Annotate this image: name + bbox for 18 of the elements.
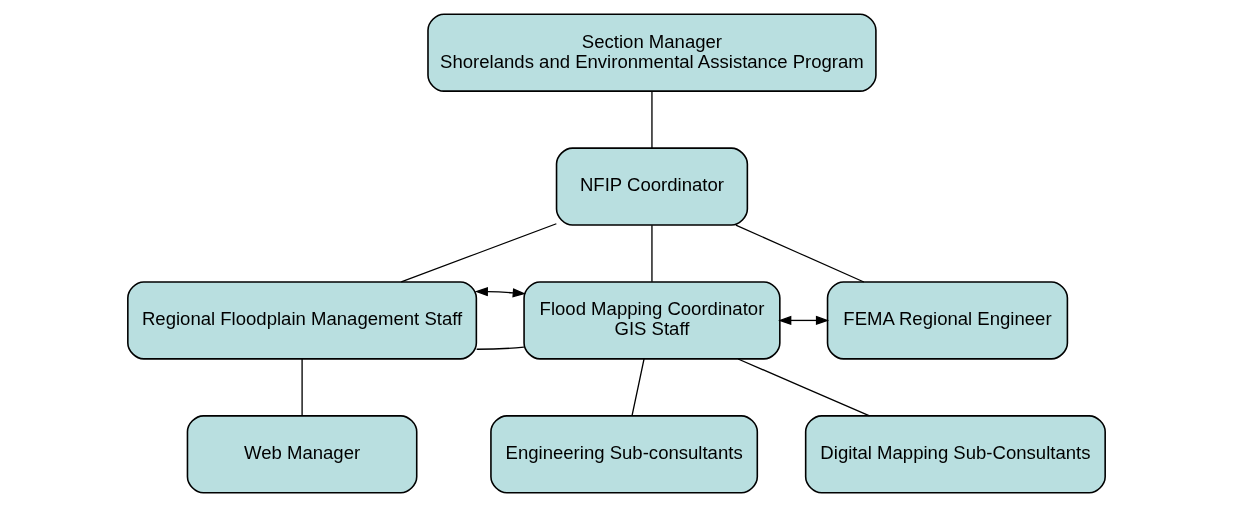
connector (735, 223, 865, 283)
connector (476, 346, 525, 350)
node-box: Section Manager Shorelands and Environmental Assistance Program (427, 13, 877, 92)
node-box: NFIP Coordinator (555, 146, 749, 226)
node-box: Web Manager (186, 414, 418, 493)
arrow (778, 315, 830, 325)
node-box: Flood Mapping Coordinator GIS Staff (523, 280, 781, 360)
node-box: Engineering Sub-consultants (490, 414, 759, 493)
connector (301, 357, 303, 416)
node-box: Digital Mapping Sub-Consultants (804, 414, 1106, 493)
connector (400, 222, 557, 283)
connector (651, 223, 653, 282)
connector (737, 357, 871, 416)
connector (631, 357, 645, 416)
node-box: FEMA Regional Engineer (826, 280, 1069, 360)
connector (651, 90, 653, 149)
node-box: Regional Floodplain Management Staff (127, 280, 478, 360)
arrow (474, 286, 526, 297)
